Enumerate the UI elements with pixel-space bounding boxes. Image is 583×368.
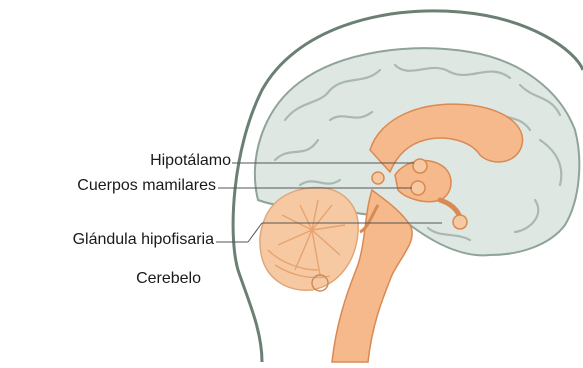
hypothalamus-node [413,159,427,173]
label-cerebellum: Cerebelo [136,270,201,288]
label-hypothalamus: Hipotálamo [150,152,231,170]
mammillary-body-node [411,181,425,195]
cerebellum [260,187,358,291]
anterior-node [372,172,384,184]
label-pituitary-gland: Glándula hipofisaria [73,231,214,249]
label-mammillary-bodies: Cuerpos mamilares [77,177,216,195]
pineal-node [453,215,467,229]
